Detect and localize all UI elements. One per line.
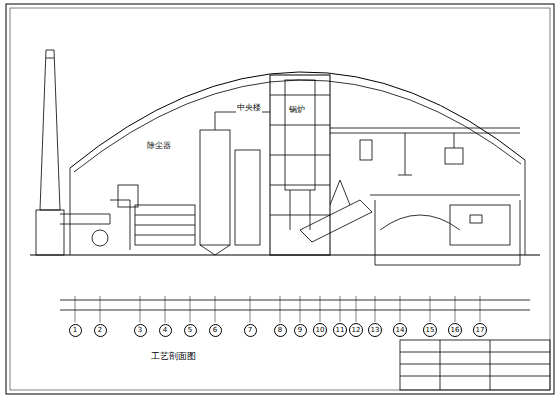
axis-bubble: 7 xyxy=(244,324,257,337)
equipment-label: 锅炉 xyxy=(288,106,306,115)
axis-line xyxy=(455,296,456,322)
axis-bubble: 6 xyxy=(209,324,222,337)
axis-line xyxy=(356,296,357,322)
axis-line xyxy=(340,296,341,322)
axis-number: 11 xyxy=(336,327,345,334)
axis-bubble: 9 xyxy=(294,324,307,337)
axis-line xyxy=(280,296,281,323)
axis-bubble: 3 xyxy=(134,324,147,337)
axis-bubble: 1 xyxy=(69,324,82,337)
axis-line xyxy=(430,296,431,322)
axis-line xyxy=(75,296,76,323)
axis-bubble: 17 xyxy=(473,323,487,337)
axis-line xyxy=(140,296,141,323)
axis-number: 8 xyxy=(278,327,282,334)
axis-line xyxy=(400,296,401,322)
axis-number: 17 xyxy=(476,327,485,334)
axis-bubble: 5 xyxy=(184,324,197,337)
axis-number: 1 xyxy=(73,327,77,334)
axis-number: 5 xyxy=(188,327,192,334)
axis-number: 4 xyxy=(163,327,167,334)
axis-line xyxy=(320,296,321,322)
axis-bubble: 14 xyxy=(393,323,407,337)
axis-bubble: 13 xyxy=(368,323,382,337)
axis-number: 13 xyxy=(371,327,380,334)
axis-number: 10 xyxy=(316,327,325,334)
axis-bubble: 10 xyxy=(313,323,327,337)
axis-line xyxy=(215,296,216,323)
equipment-label: 除尘器 xyxy=(146,142,172,151)
axis-bubble: 12 xyxy=(349,323,363,337)
axis-number: 16 xyxy=(451,327,460,334)
axis-line xyxy=(375,296,376,322)
axis-number: 12 xyxy=(352,327,361,334)
axis-bubble: 15 xyxy=(423,323,437,337)
axis-bubble: 2 xyxy=(94,324,107,337)
axis-number: 7 xyxy=(248,327,252,334)
axis-bubble: 4 xyxy=(159,324,172,337)
axis-number: 9 xyxy=(298,327,302,334)
axis-number: 2 xyxy=(98,327,102,334)
axis-bubble: 16 xyxy=(448,323,462,337)
axis-line xyxy=(165,296,166,323)
axis-line xyxy=(190,296,191,323)
axis-number: 15 xyxy=(426,327,435,334)
axis-bubble: 11 xyxy=(333,323,347,337)
axis-bubble: 8 xyxy=(274,324,287,337)
axis-line xyxy=(480,296,481,322)
axis-line xyxy=(250,296,251,323)
axis-line xyxy=(100,296,101,323)
axis-number: 3 xyxy=(138,327,142,334)
drawing-caption: 工艺剖面图 xyxy=(150,352,197,362)
axis-number: 6 xyxy=(213,327,217,334)
equipment-label: 中央楼 xyxy=(236,104,262,113)
axis-number: 14 xyxy=(396,327,405,334)
axis-line xyxy=(300,296,301,323)
